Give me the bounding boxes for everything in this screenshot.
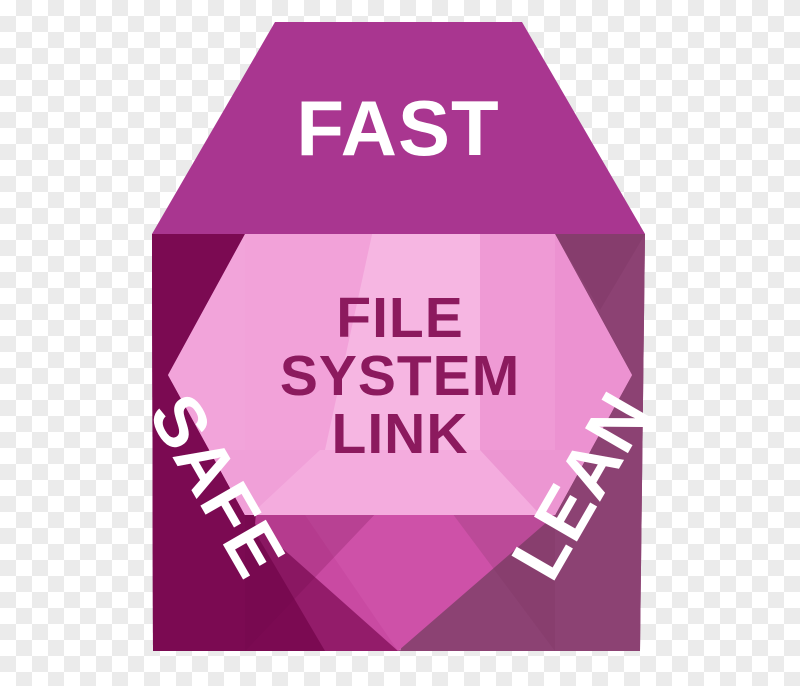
facet-lean-shade: [555, 234, 645, 310]
center-line-system: SYSTEM: [280, 344, 520, 408]
segment-fast-shape: [152, 22, 645, 234]
label-fast: FAST: [296, 84, 499, 172]
facet-bottom-triangle: [245, 515, 555, 651]
center-line-link: LINK: [332, 402, 469, 466]
center-line-file: FILE: [336, 286, 464, 350]
facet-bottom-left-shadow: [245, 515, 398, 651]
segment-lean-overlay: [555, 234, 645, 651]
center-wordmark: FILE SYSTEM LINK: [280, 286, 520, 466]
